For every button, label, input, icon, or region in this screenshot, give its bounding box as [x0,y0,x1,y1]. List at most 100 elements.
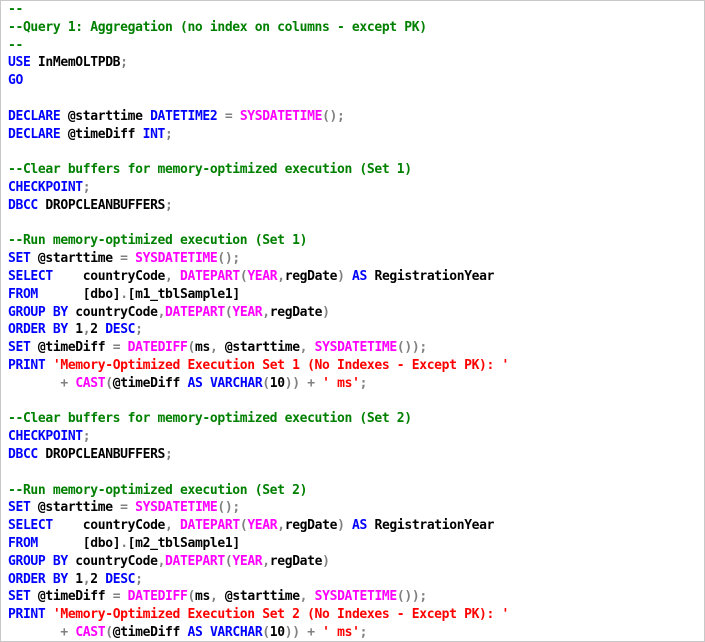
code-token: ' ms' [322,375,360,391]
code-token: ) [337,268,345,284]
code-token [38,287,83,302]
code-line[interactable]: -- [8,1,509,19]
code-token: countryCode [67,304,158,320]
code-token [120,589,127,604]
code-token: ' ms' [322,624,360,640]
code-token: SET [8,340,31,356]
code-token: 2 [90,322,106,338]
code-token: , [165,268,173,284]
code-token: SYSDATETIME [135,500,218,516]
code-token: SYSDATETIME [239,108,323,124]
code-token: YEAR [232,553,263,569]
code-line[interactable] [8,393,509,411]
code-token: )) [284,375,300,391]
code-token: ; [165,126,173,142]
code-line[interactable]: DBCC DROPCLEANBUFFERS; [8,446,509,464]
code-token: -- [8,2,23,17]
code-token: regDate [269,553,323,569]
code-token: @timeDiff [30,589,113,605]
code-token [307,340,314,355]
code-token: SYSDATETIME [314,589,398,605]
code-area[interactable]: ----Query 1: Aggregation (no index on co… [8,1,509,641]
code-line[interactable]: FROM [dbo].[m1_tblSample1] [8,286,509,304]
code-line[interactable]: --Clear buffers for memory-optimized exe… [8,161,509,179]
code-line[interactable]: --Clear buffers for memory-optimized exe… [8,410,509,428]
code-line[interactable]: SELECT countryCode, DATEPART(YEAR,regDat… [8,268,509,286]
code-token: ) [322,304,330,320]
code-line[interactable]: GROUP BY countryCode,DATEPART(YEAR,regDa… [8,553,509,571]
code-token: 10 [269,375,285,391]
code-token: (); [322,108,345,124]
code-token: INT [142,126,166,142]
code-line[interactable]: + CAST(@timeDiff AS VARCHAR(10)) + ' ms'… [8,375,509,393]
code-token: @starttime [60,108,151,124]
code-token: RegistrationYear [367,268,495,284]
code-line[interactable]: SELECT countryCode, DATEPART(YEAR,regDat… [8,517,509,535]
code-token: YEAR [247,268,278,284]
code-line[interactable]: DECLARE @starttime DATETIME2 = SYSDATETI… [8,108,509,126]
code-line[interactable] [8,90,509,108]
code-line[interactable] [8,464,509,482]
code-line[interactable]: DECLARE @timeDiff INT; [8,126,509,144]
code-line[interactable] [8,143,509,161]
code-token: DATEPART [165,304,225,320]
code-token: --Clear buffers for memory-optimized exe… [8,162,412,178]
code-line[interactable]: FROM [dbo].[m2_tblSample1] [8,535,509,553]
code-token: ( [187,589,195,605]
code-token: 'Memory-Optimized Execution Set 1 (No In… [52,357,509,373]
code-token: ( [239,518,248,534]
code-token: VARCHAR [209,375,263,391]
code-line[interactable]: DBCC DROPCLEANBUFFERS; [8,197,509,215]
code-line[interactable]: + CAST(@timeDiff AS VARCHAR(10)) + ' ms'… [8,624,509,641]
code-token: ( [224,553,233,569]
code-token: )) [284,624,300,640]
code-token: DATEDIFF [127,340,188,356]
code-line[interactable]: ORDER BY 1,2 DESC; [8,321,509,339]
code-token: DROPCLEANBUFFERS [37,197,166,213]
code-token: ; [165,446,173,462]
code-line[interactable]: GO [8,72,509,90]
code-token: ; [135,571,143,587]
code-token: CAST [75,624,106,640]
code-token [173,269,180,284]
code-token [345,269,352,284]
code-token: = [217,108,240,124]
code-line[interactable]: GROUP BY countryCode,DATEPART(YEAR,regDa… [8,304,509,322]
code-token: [m2_tblSample1] [127,535,241,551]
code-line[interactable]: ORDER BY 1,2 DESC; [8,571,509,589]
code-token: SET [8,589,31,605]
code-token: , [82,322,91,338]
code-line[interactable] [8,215,509,233]
code-token: ; [135,322,143,338]
code-line[interactable]: USE InMemOLTPDB; [8,54,509,72]
code-token: + [60,375,68,391]
code-line[interactable]: SET @timeDiff = DATEDIFF(ms, @starttime,… [8,339,509,357]
code-token: + [60,624,68,640]
code-token [345,518,352,533]
code-line[interactable]: --Run memory-optimized execution (Set 2) [8,482,509,500]
code-token: [dbo] [82,286,121,302]
code-line[interactable]: SET @timeDiff = DATEDIFF(ms, @starttime,… [8,588,509,606]
code-token: = [120,500,128,516]
code-line[interactable]: PRINT 'Memory-Optimized Execution Set 2 … [8,606,509,624]
code-line[interactable]: SET @starttime = SYSDATETIME(); [8,250,509,268]
code-token: ) [322,553,330,569]
code-line[interactable]: CHECKPOINT; [8,428,509,446]
code-token: FROM [8,535,38,551]
code-line[interactable]: CHECKPOINT; [8,179,509,197]
code-line[interactable]: --Query 1: Aggregation (no index on colu… [8,19,509,37]
code-line[interactable]: -- [8,37,509,55]
code-line[interactable]: --Run memory-optimized execution (Set 1) [8,232,509,250]
code-token: . [120,286,128,302]
code-line[interactable]: SET @starttime = SYSDATETIME(); [8,499,509,517]
code-token: AS [187,624,203,640]
code-token: 10 [269,624,285,640]
code-token: , [277,518,285,534]
code-token: ( [262,375,270,391]
code-token: regDate [284,268,338,284]
code-token: regDate [269,304,323,320]
code-token: . [120,535,128,551]
code-token: CAST [75,375,106,391]
code-line[interactable]: PRINT 'Memory-Optimized Execution Set 1 … [8,357,509,375]
